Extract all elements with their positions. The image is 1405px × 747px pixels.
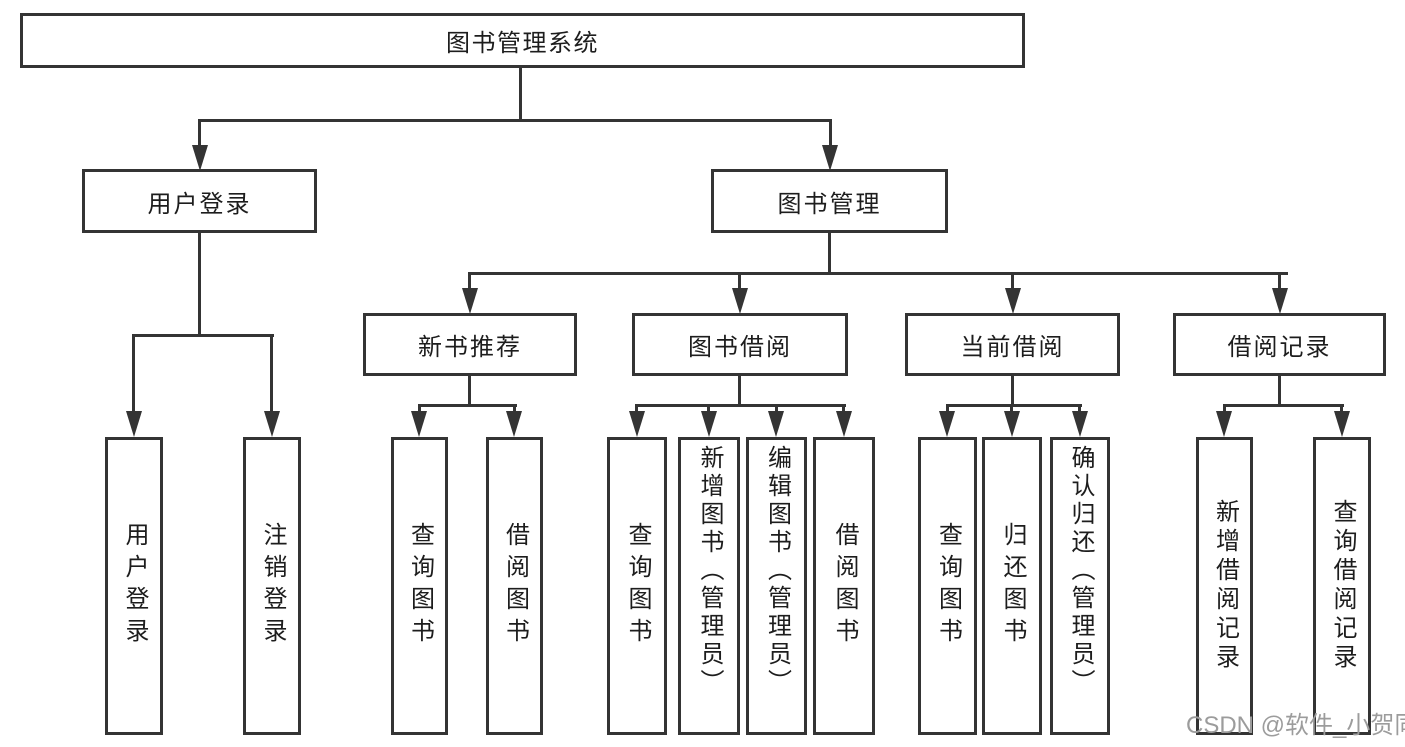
leaf-label: 查询图书 — [624, 522, 651, 650]
arrow-down-icon — [126, 411, 142, 437]
leaf-label: 注销登录 — [259, 522, 286, 650]
arrow-down-icon — [506, 411, 522, 437]
arrow-down-icon — [836, 411, 852, 437]
arrow-down-icon — [192, 145, 208, 171]
arrow-down-icon — [732, 288, 748, 314]
arrow-down-icon — [1004, 411, 1020, 437]
leaf-record-add-borrow-record: 新增借阅记录 — [1196, 437, 1253, 735]
connector-line — [513, 407, 516, 413]
node-book-borrow: 图书借阅 — [632, 313, 848, 376]
arrow-down-icon — [264, 411, 280, 437]
leaf-newbook-borrow-book: 借阅图书 — [486, 437, 543, 735]
connector-line — [635, 404, 846, 407]
arrow-down-icon — [939, 411, 955, 437]
leaf-borrow-add-book-admin: 新增图书（管理员） — [678, 437, 740, 735]
leaf-label: 借阅图书 — [831, 522, 858, 650]
csdn-watermark: CSDN @软件_小贺同学 — [1186, 712, 1405, 739]
arrow-down-icon — [411, 411, 427, 437]
connector-line — [418, 407, 421, 413]
leaf-borrow-edit-book-admin: 编辑图书（管理员） — [746, 437, 807, 735]
connector-line — [635, 407, 638, 413]
connector-line — [1011, 376, 1014, 406]
leaf-borrow-query-book: 查询图书 — [607, 437, 667, 735]
leaf-label: 借阅图书 — [501, 522, 529, 650]
arrow-down-icon — [1072, 411, 1088, 437]
connector-line — [468, 272, 1288, 275]
connector-line — [946, 404, 1082, 407]
node-user-login: 用户登录 — [82, 169, 317, 233]
connector-line — [270, 337, 273, 413]
arrow-down-icon — [462, 288, 478, 314]
arrow-down-icon — [1272, 288, 1288, 314]
connector-line — [1010, 407, 1013, 413]
leaf-label: 归还图书 — [999, 522, 1026, 650]
connector-line — [738, 275, 741, 290]
connector-line — [738, 376, 741, 406]
node-current-borrow: 当前借阅 — [905, 313, 1120, 376]
connector-line — [775, 407, 778, 413]
connector-line — [468, 376, 471, 406]
connector-line — [468, 275, 471, 290]
arrow-down-icon — [629, 411, 645, 437]
connector-line — [842, 407, 845, 413]
connector-line — [1278, 376, 1281, 406]
arrow-down-icon — [822, 145, 838, 171]
connector-line — [519, 66, 522, 121]
connector-line — [1011, 275, 1014, 290]
leaf-label: 用户登录 — [121, 522, 148, 650]
connector-line — [132, 334, 274, 337]
connector-line — [1278, 275, 1281, 290]
leaf-label: 查询借阅记录 — [1329, 499, 1356, 673]
leaf-logout: 注销登录 — [243, 437, 301, 735]
node-root-system: 图书管理系统 — [20, 13, 1025, 68]
leaf-current-query-book: 查询图书 — [918, 437, 977, 735]
leaf-current-return-book: 归还图书 — [982, 437, 1042, 735]
leaf-label: 查询图书 — [406, 522, 434, 650]
node-borrow-record: 借阅记录 — [1173, 313, 1386, 376]
arrow-down-icon — [1216, 411, 1232, 437]
connector-line — [1223, 407, 1226, 413]
leaf-current-confirm-return-admin: 确认归还（管理员） — [1050, 437, 1110, 735]
leaf-borrow-borrow-book: 借阅图书 — [813, 437, 875, 735]
node-book-management: 图书管理 — [711, 169, 948, 233]
leaf-label: 新增借阅记录 — [1211, 499, 1239, 673]
leaf-label: 查询图书 — [934, 522, 962, 650]
leaf-user-login: 用户登录 — [105, 437, 163, 735]
connector-line — [1078, 407, 1081, 413]
connector-line — [946, 407, 949, 413]
connector-line — [418, 404, 517, 407]
connector-line — [1223, 404, 1344, 407]
connector-line — [198, 119, 832, 122]
arrow-down-icon — [1334, 411, 1350, 437]
arrow-down-icon — [1005, 288, 1021, 314]
leaf-newbook-query-book: 查询图书 — [391, 437, 448, 735]
arrow-down-icon — [701, 411, 717, 437]
connector-line — [1340, 407, 1343, 413]
connector-line — [828, 233, 831, 275]
leaf-label: 编辑图书（管理员） — [763, 445, 791, 697]
leaf-label: 确认归还（管理员） — [1067, 445, 1094, 697]
connector-line — [829, 122, 832, 148]
connector-line — [707, 407, 710, 413]
connector-line — [198, 122, 201, 148]
leaf-record-query-borrow-record: 查询借阅记录 — [1313, 437, 1371, 735]
arrow-down-icon — [768, 411, 784, 437]
connector-line — [132, 337, 135, 413]
leaf-label: 新增图书（管理员） — [696, 445, 723, 697]
node-new-book-recommend: 新书推荐 — [363, 313, 577, 376]
connector-line — [198, 233, 201, 337]
